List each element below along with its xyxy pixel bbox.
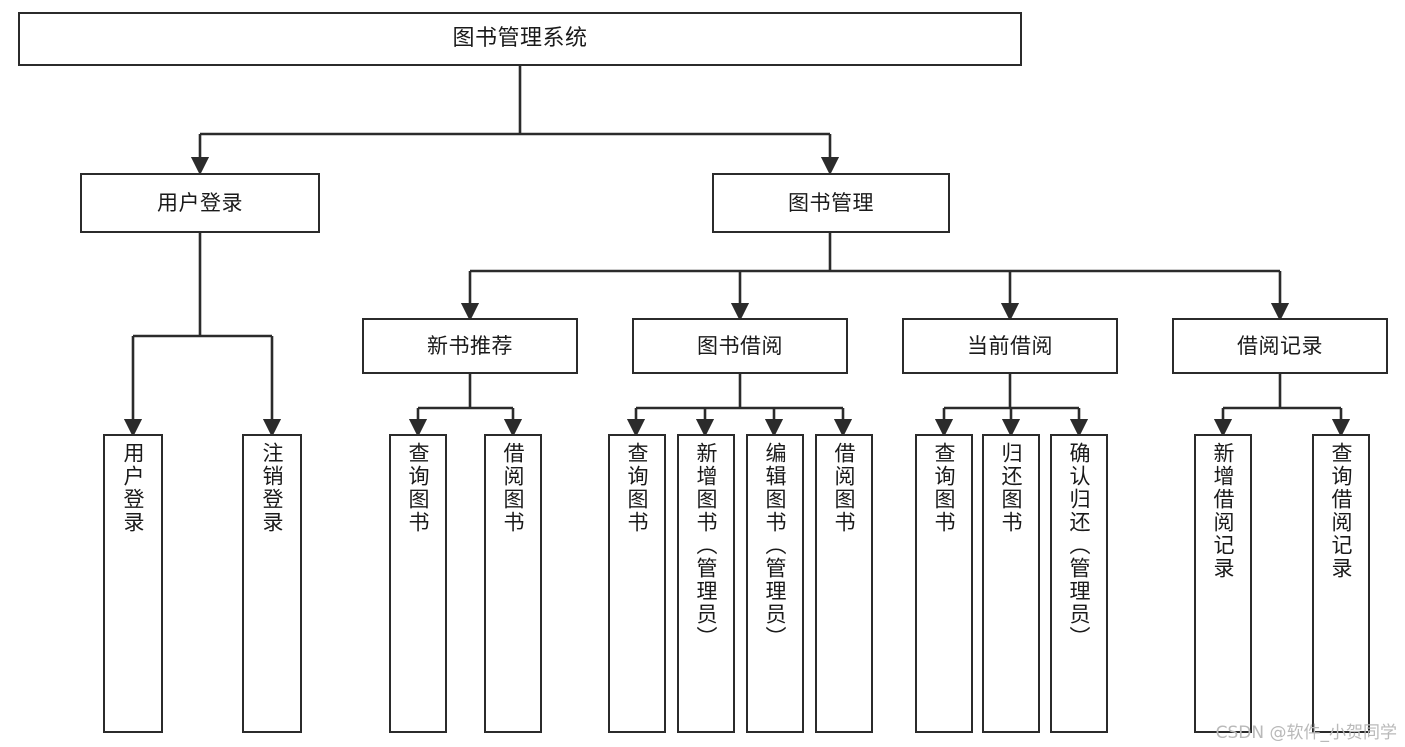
- node-leaf-query-book-3[interactable]: 查询图书: [915, 434, 973, 733]
- node-leaf-query-book-2[interactable]: 查询图书: [608, 434, 666, 733]
- node-leaf-query-record[interactable]: 查询借阅记录: [1312, 434, 1370, 733]
- node-leaf-confirm-return-label: 确认归还（管理员）: [1067, 442, 1092, 649]
- watermark-text: CSDN @软件_小贺同学: [1215, 723, 1397, 743]
- node-book-manage-label: 图书管理: [788, 190, 874, 215]
- node-leaf-query-book-2-label: 查询图书: [625, 442, 650, 534]
- node-leaf-borrow-book-1[interactable]: 借阅图书: [484, 434, 542, 733]
- node-leaf-logout-login[interactable]: 注销登录: [242, 434, 302, 733]
- node-new-book-recommend-label: 新书推荐: [427, 333, 513, 358]
- node-leaf-add-book[interactable]: 新增图书（管理员）: [677, 434, 735, 733]
- node-book-manage[interactable]: 图书管理: [712, 173, 950, 233]
- node-root[interactable]: 图书管理系统: [18, 12, 1022, 66]
- node-leaf-confirm-return[interactable]: 确认归还（管理员）: [1050, 434, 1108, 733]
- node-leaf-borrow-book-1-label: 借阅图书: [501, 442, 526, 534]
- node-current-borrow[interactable]: 当前借阅: [902, 318, 1118, 374]
- node-leaf-query-record-label: 查询借阅记录: [1329, 442, 1354, 580]
- node-leaf-add-record[interactable]: 新增借阅记录: [1194, 434, 1252, 733]
- node-leaf-logout-login-label: 注销登录: [260, 442, 285, 534]
- node-book-borrow[interactable]: 图书借阅: [632, 318, 848, 374]
- node-user-login-label: 用户登录: [157, 190, 243, 215]
- node-leaf-return-book-label: 归还图书: [999, 442, 1024, 534]
- node-leaf-user-login[interactable]: 用户登录: [103, 434, 163, 733]
- node-leaf-add-book-label: 新增图书（管理员）: [694, 442, 719, 649]
- node-leaf-query-book-1[interactable]: 查询图书: [389, 434, 447, 733]
- node-user-login[interactable]: 用户登录: [80, 173, 320, 233]
- node-leaf-borrow-book-2-label: 借阅图书: [832, 442, 857, 534]
- node-leaf-edit-book[interactable]: 编辑图书（管理员）: [746, 434, 804, 733]
- node-leaf-add-record-label: 新增借阅记录: [1211, 442, 1236, 580]
- node-book-borrow-label: 图书借阅: [697, 333, 783, 358]
- node-current-borrow-label: 当前借阅: [967, 333, 1053, 358]
- node-leaf-return-book[interactable]: 归还图书: [982, 434, 1040, 733]
- node-borrow-record-label: 借阅记录: [1237, 333, 1323, 358]
- node-new-book-recommend[interactable]: 新书推荐: [362, 318, 578, 374]
- node-leaf-query-book-3-label: 查询图书: [932, 442, 957, 534]
- node-root-label: 图书管理系统: [452, 26, 588, 52]
- node-borrow-record[interactable]: 借阅记录: [1172, 318, 1388, 374]
- node-leaf-borrow-book-2[interactable]: 借阅图书: [815, 434, 873, 733]
- node-leaf-edit-book-label: 编辑图书（管理员）: [763, 442, 788, 649]
- node-leaf-user-login-label: 用户登录: [121, 442, 146, 534]
- node-leaf-query-book-1-label: 查询图书: [406, 442, 431, 534]
